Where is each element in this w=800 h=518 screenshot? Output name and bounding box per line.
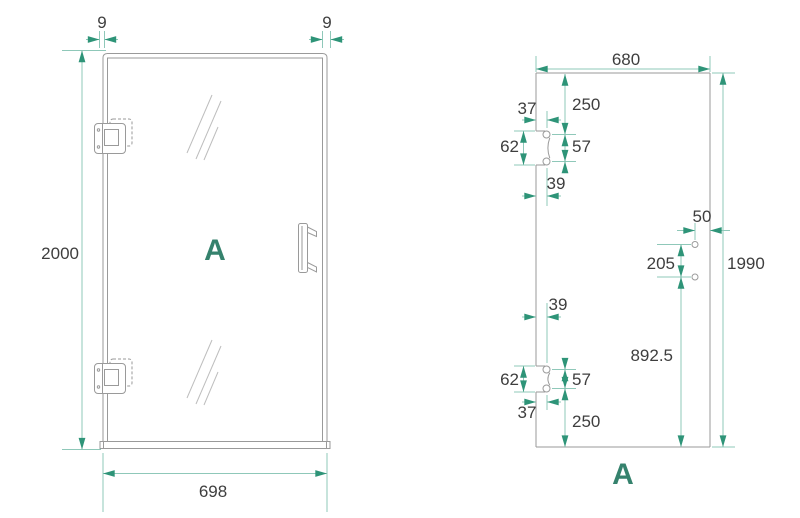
- dim-bottom-hinge-edge-offset: 37: [518, 395, 561, 422]
- dim-bottom-hinge-width: 39: [522, 295, 567, 363]
- top-hinge-cutout: [536, 130, 551, 166]
- dim-front-left-offset-label: 9: [97, 13, 106, 32]
- bottom-cutout-hole-lower: [542, 384, 551, 393]
- dim-top-hinge-from-top-label: 250: [572, 95, 600, 114]
- dim-bottom-hinge-from-bottom: 250: [561, 388, 600, 447]
- dim-front-right-offset-label: 9: [322, 13, 331, 32]
- dim-front-height-label: 2000: [41, 244, 79, 263]
- front-view: 9 9 2000 698 A: [41, 13, 344, 512]
- handle-hole-top: [691, 241, 699, 248]
- dim-handle-to-bottom: 892.5: [630, 277, 685, 447]
- dim-handle-edge-offset-label: 50: [693, 207, 712, 226]
- dim-bottom-hinge-edge-offset-label: 37: [518, 403, 537, 422]
- dim-handle-hole-pitch-label: 205: [647, 254, 675, 273]
- dim-top-hole-pitch: 57: [552, 134, 591, 174]
- bottom-seal-strip: [99, 441, 331, 449]
- glass-shine-bottom-icon: [186, 339, 222, 406]
- dim-top-hinge-width: 39: [522, 168, 565, 206]
- dim-handle-hole-pitch: 205: [647, 244, 691, 278]
- dim-bottom-cutout-height-label: 62: [500, 370, 519, 389]
- dim-handle-to-bottom-label: 892.5: [630, 346, 673, 365]
- top-cutout-hole-upper: [542, 130, 551, 139]
- front-panel-letter: A: [204, 234, 226, 267]
- dim-front-height: 2000: [41, 50, 106, 450]
- dim-front-width-label: 698: [199, 482, 227, 501]
- glass-outline: [535, 72, 711, 448]
- handle-hole-bottom: [691, 273, 699, 281]
- dim-top-hinge-from-top: 250: [561, 74, 600, 135]
- bottom-cutout-hole-upper: [542, 365, 551, 374]
- glass-panel-view: 680 1990 250 57 62: [500, 50, 765, 491]
- dim-handle-edge-offset: 50: [677, 207, 730, 240]
- glass-panel-letter: A: [612, 458, 634, 491]
- dim-bottom-hinge-width-label: 39: [549, 295, 568, 314]
- dim-top-cutout-height: 62: [500, 130, 535, 166]
- door-handle-icon: [298, 223, 317, 273]
- dim-glass-height: 1990: [712, 72, 765, 448]
- door-outline: [99, 53, 331, 449]
- dim-glass-width: 680: [535, 50, 711, 73]
- hinge-bottom-icon: [94, 358, 133, 394]
- dim-bottom-hole-pitch-label: 57: [572, 370, 591, 389]
- bottom-hinge-cutout: [536, 365, 551, 393]
- dim-front-right-offset: 9: [309, 13, 344, 48]
- dim-bottom-hole-pitch: 57: [552, 357, 591, 389]
- top-cutout-hole-lower: [542, 157, 551, 166]
- dim-bottom-cutout-height: 62: [500, 365, 535, 393]
- dim-front-width: 698: [102, 453, 328, 512]
- dim-top-cutout-height-label: 62: [500, 137, 519, 156]
- glass-shine-top-icon: [186, 94, 222, 161]
- dim-front-left-offset: 9: [86, 13, 118, 48]
- dim-glass-width-label: 680: [612, 50, 640, 69]
- dim-bottom-hinge-from-bottom-label: 250: [572, 412, 600, 431]
- hinge-top-icon: [94, 118, 133, 154]
- dim-top-hinge-edge-offset-label: 37: [518, 99, 537, 118]
- dim-glass-height-label: 1990: [727, 254, 765, 273]
- dim-top-hole-pitch-label: 57: [572, 137, 591, 156]
- dim-top-hinge-width-label: 39: [547, 174, 566, 193]
- dim-top-hinge-edge-offset: 37: [518, 99, 561, 128]
